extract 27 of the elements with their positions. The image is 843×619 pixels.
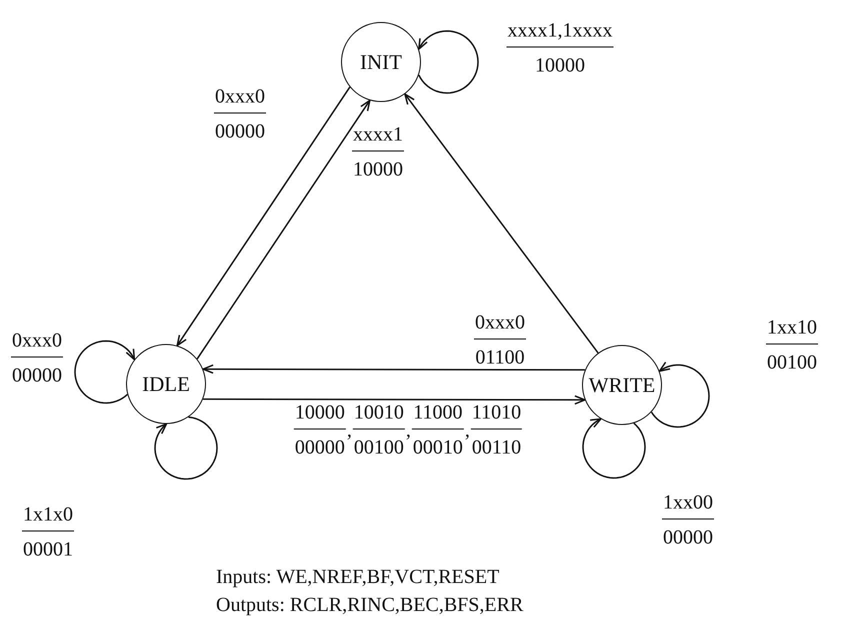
state-circle	[126, 344, 206, 424]
transition-label: 0xxx0 00000	[11, 330, 63, 386]
transition-arrow	[202, 364, 585, 374]
legend-note: Inputs: WE,NREF,BF,VCT,RESET	[216, 566, 500, 589]
state-name: WRITE	[588, 372, 656, 398]
transition-label: 1xx00 00000	[662, 492, 714, 548]
legend-note: Outputs: RCLR,RINC,BEC,BFS,ERR	[216, 594, 524, 617]
state-circle	[341, 22, 421, 102]
transition-label: 0xxx0 00000	[214, 86, 266, 142]
self-loop-arrow	[418, 30, 479, 94]
transition-arrow	[196, 100, 371, 360]
self-loop-arrow	[582, 418, 646, 479]
state-name: INIT	[360, 50, 402, 74]
transition-label: xxxx1 10000	[352, 124, 404, 180]
transition-arrow	[404, 93, 599, 354]
transition-arrow	[176, 86, 350, 346]
self-loop-arrow	[154, 416, 218, 480]
self-loop-arrow	[74, 340, 136, 404]
self-loop-arrow	[650, 361, 710, 428]
state-name: IDLE	[142, 372, 190, 396]
transition-label: 1xx10 00100	[766, 318, 818, 372]
transition-label: 1x1x0 00001	[22, 504, 74, 560]
transition-label: 0xxx0 01100	[474, 312, 526, 368]
state-circle	[582, 345, 662, 425]
transition-label: xxxx1,1xxxx 10000	[506, 20, 614, 76]
transition-arrow	[203, 395, 586, 405]
transition-label: 10000 00000 , 10010 00100 , 11000 00010 , 11010 00110	[294, 402, 522, 458]
